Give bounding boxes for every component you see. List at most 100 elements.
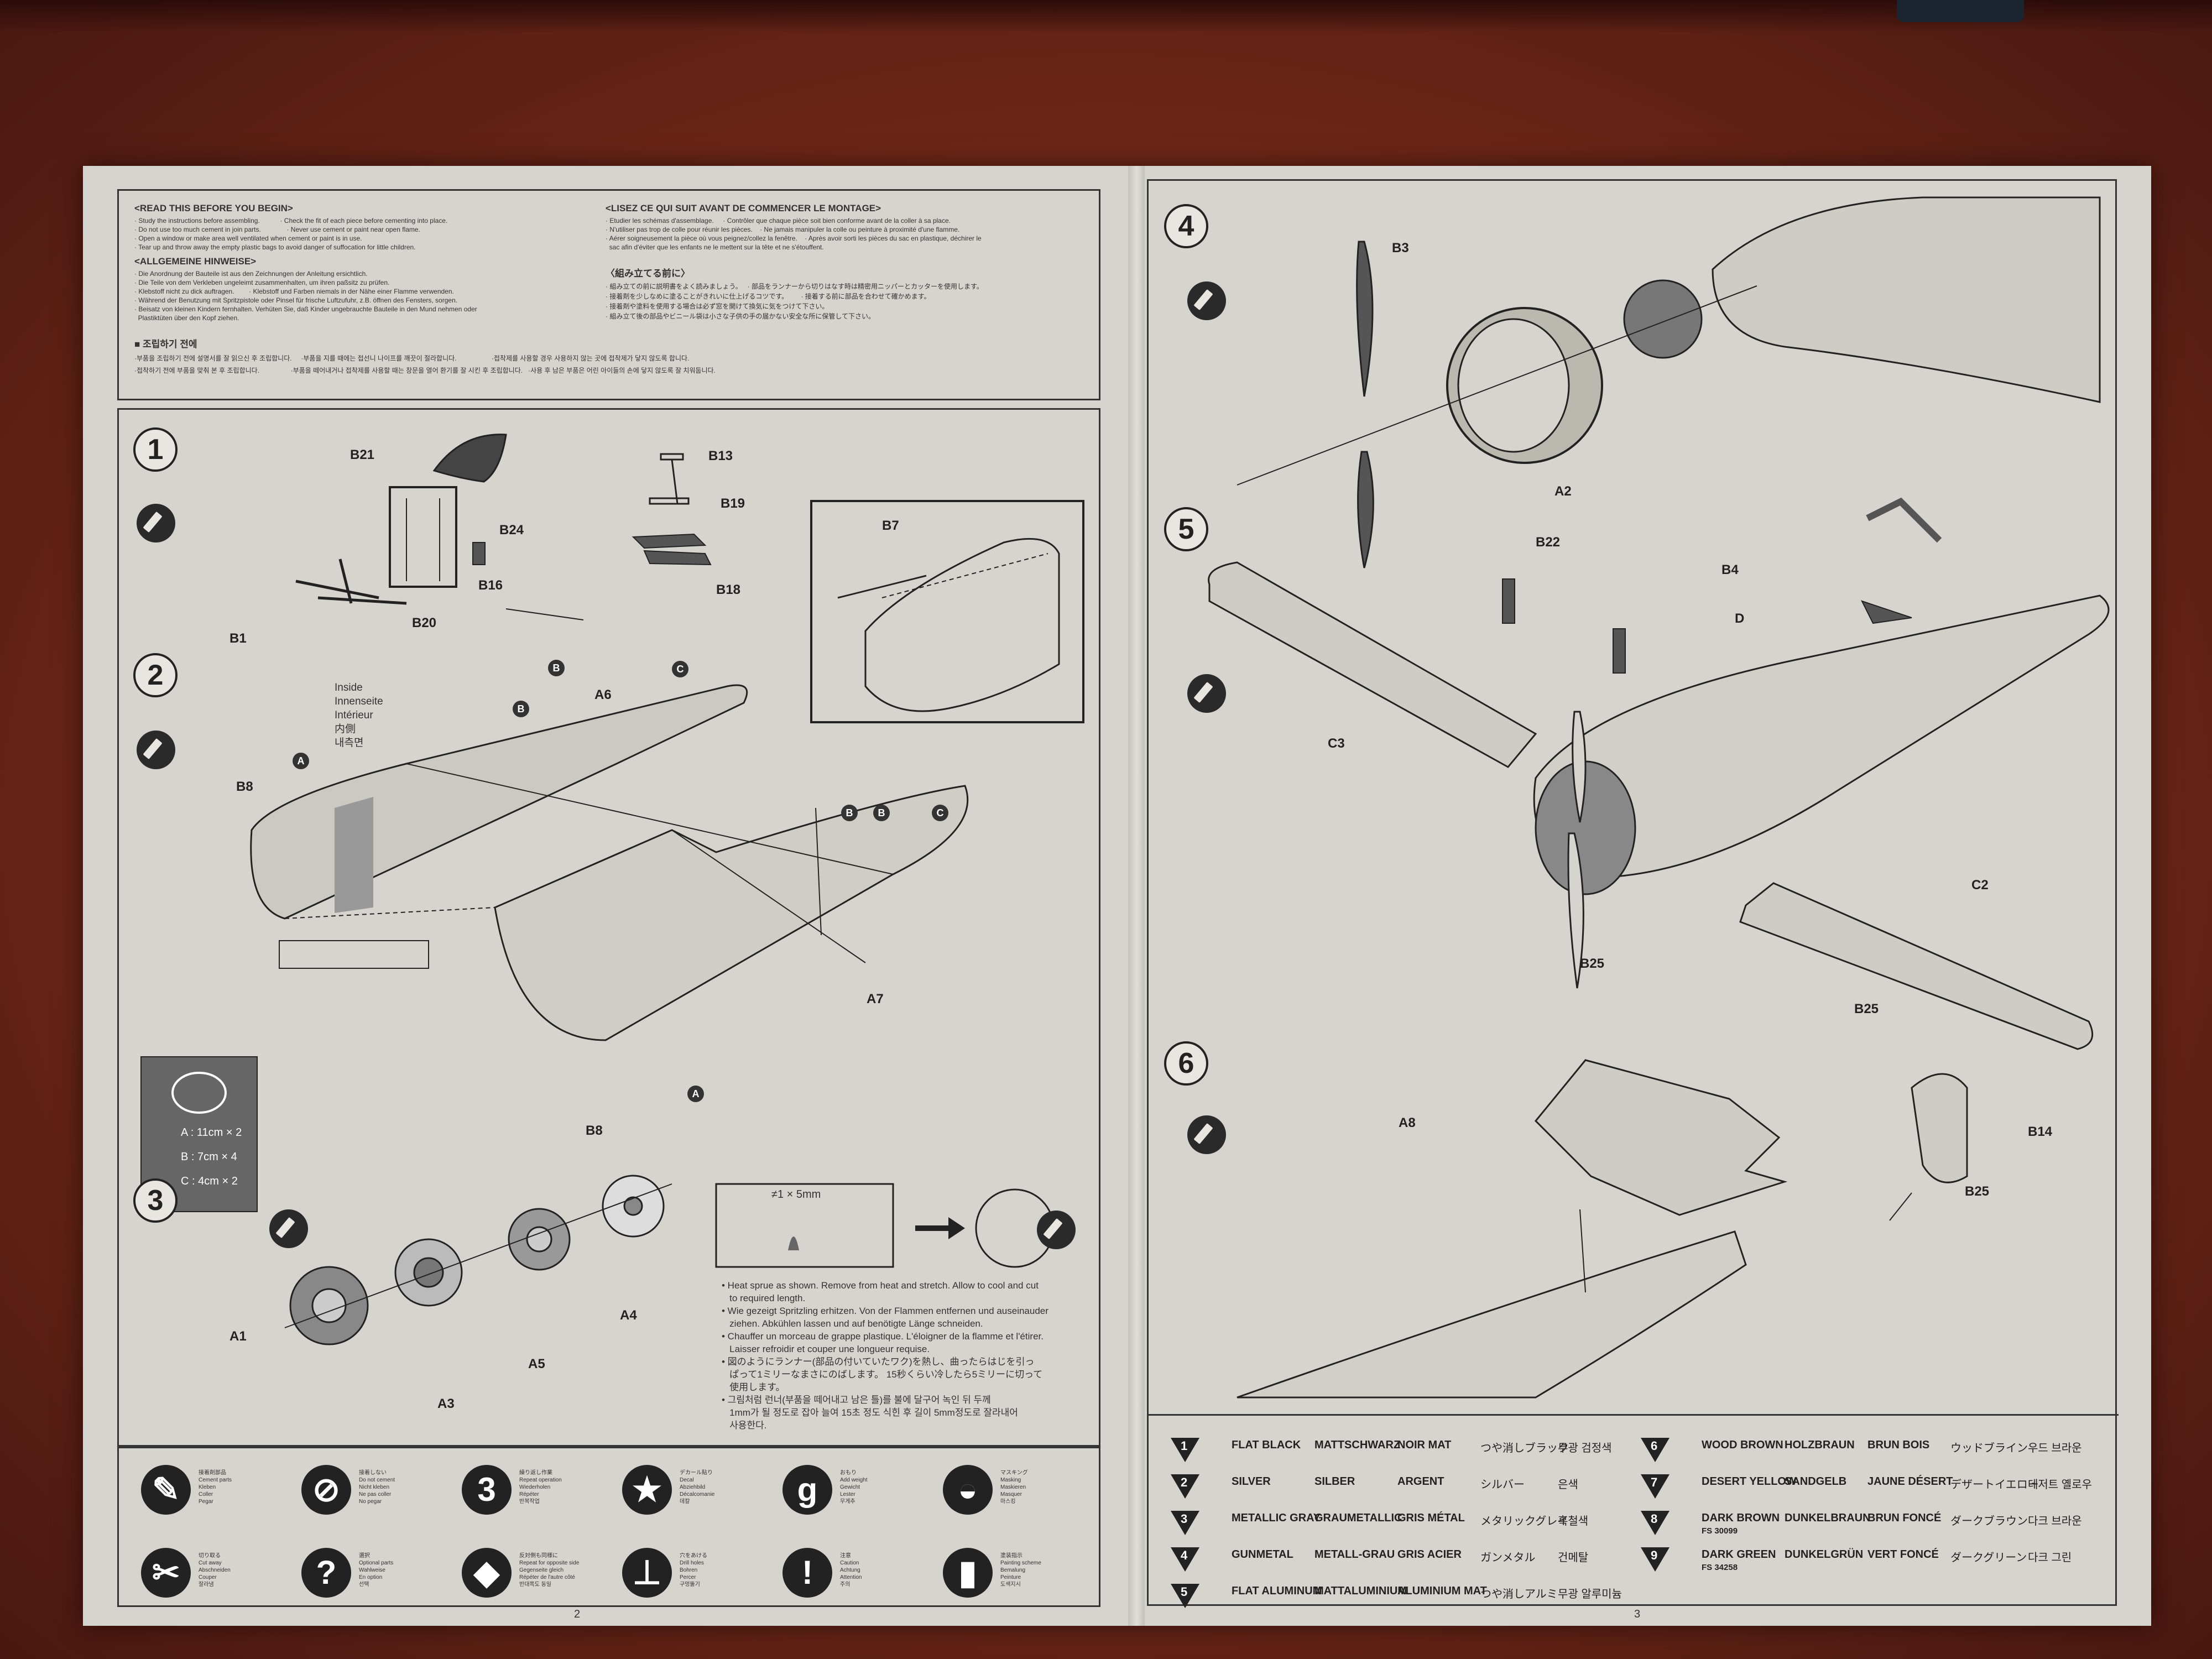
label-a4: A4 <box>620 1308 637 1323</box>
step-6-number: 6 <box>1164 1041 1208 1086</box>
paint-fs-code: FS 30099 <box>1702 1526 1738 1536</box>
rigging-b-marker: B <box>548 660 565 676</box>
paint-name-de: SANDGELB <box>1785 1475 1847 1488</box>
instruction-sheet: <READ THIS BEFORE YOU BEGIN> · Study the… <box>83 166 2151 1626</box>
paint-name-kr: 무광 알루미늄 <box>1558 1588 1622 1600</box>
paint-name-jp: シルバー <box>1480 1479 1525 1491</box>
paint-number: 6 <box>1651 1439 1658 1453</box>
label-b24: B24 <box>499 523 524 538</box>
label-b14: B14 <box>2028 1124 2053 1139</box>
steps-right-box: 4 5 6 <box>1147 179 2119 1608</box>
paint-number-marker: 9 <box>1641 1547 1670 1572</box>
step-4-number: 4 <box>1164 204 1208 248</box>
step-3-number: 3 <box>133 1178 178 1223</box>
sprue-measure: ≠1 × 5mm <box>771 1188 821 1201</box>
step-1-drawing <box>295 434 1084 723</box>
legend-symbol-icon: ✎ <box>141 1465 191 1515</box>
legend-symbol-icon: 3 <box>462 1465 512 1515</box>
legend-description: 切り取る Cut away Abschneiden Couper 잘라냄 <box>199 1553 231 1588</box>
paint-name-kr: 흑철색 <box>1558 1515 1589 1527</box>
paint-name-jp: ダークブラウン <box>1950 1515 2028 1527</box>
rigging-c-marker: C <box>672 661 688 677</box>
paint-name-fr: ARGENT <box>1397 1475 1444 1488</box>
paint-name-jp: ガンメタル <box>1480 1552 1536 1564</box>
paint-name-en: DESERT YELLOW <box>1702 1475 1797 1488</box>
label-b8-bottom: B8 <box>586 1123 603 1138</box>
allgemeine-title: <ALLGEMEINE HINWEISE> <box>134 256 257 267</box>
paint-name-fr: NOIR MAT <box>1397 1439 1452 1451</box>
legend-description: 反対側も同様に Repeat for opposite side Gegense… <box>519 1553 580 1588</box>
legend-description: おもり Add weight Gewicht Lester 무게추 <box>840 1470 868 1505</box>
label-a5: A5 <box>528 1357 545 1371</box>
legend-description: 注意 Caution Achtung Attention 주의 <box>840 1553 862 1588</box>
label-b16: B16 <box>478 578 503 593</box>
read-first-title: <READ THIS BEFORE YOU BEGIN> <box>134 203 293 213</box>
read-first-lines: · Study the instructions before assembli… <box>134 217 448 251</box>
legend-symbol-icon: ★ <box>622 1465 672 1515</box>
cement-icon <box>1187 281 1226 320</box>
paint-name-en: WOOD BROWN <box>1702 1439 1783 1451</box>
legend-description: 繰り返し作業 Repeat operation Wiederholen Répé… <box>519 1470 562 1505</box>
label-b25-right: B25 <box>1854 1001 1879 1016</box>
paint-name-de: METALL-GRAU <box>1314 1548 1395 1561</box>
rigging-a-marker: A <box>293 753 309 769</box>
paint-number-marker: 8 <box>1641 1511 1670 1535</box>
label-b18: B18 <box>716 582 741 597</box>
step-2-number: 2 <box>133 653 178 697</box>
paint-name-en: GUNMETAL <box>1232 1548 1293 1561</box>
paint-name-en: SILVER <box>1232 1475 1271 1488</box>
paint-number: 4 <box>1181 1548 1188 1562</box>
legend-description: 選択 Optional parts Wahlweise En option 선택 <box>359 1553 394 1588</box>
paint-number-marker: 5 <box>1171 1584 1199 1608</box>
cement-icon <box>137 504 175 542</box>
paint-name-kr: 다크 브라운 <box>2028 1515 2082 1527</box>
rigging-c-marker: C <box>932 805 948 821</box>
paint-name-kr: 데저트 옐로우 <box>2028 1479 2092 1491</box>
paint-number: 9 <box>1651 1548 1658 1562</box>
paint-name-de: MATTALUMINIUM <box>1314 1585 1407 1597</box>
paint-name-jp: つや消しアルミ <box>1480 1588 1558 1600</box>
label-b7: B7 <box>882 518 899 533</box>
paint-number: 2 <box>1181 1475 1188 1489</box>
paint-name-fr: VERT FONCÉ <box>1867 1548 1939 1561</box>
paint-name-de: SILBER <box>1314 1475 1355 1488</box>
rigging-a-marker: A <box>687 1086 704 1102</box>
paint-name-de: DUNKELGRÜN <box>1785 1548 1864 1561</box>
legend-symbol-icon: ? <box>301 1548 351 1598</box>
legend-description: デカール貼り Decal Abziehbild Décalcomanie 데칼 <box>680 1470 715 1505</box>
paint-name-de: HOLZBRAUN <box>1785 1439 1855 1451</box>
label-b22: B22 <box>1536 535 1561 550</box>
paint-number-marker: 6 <box>1641 1438 1670 1462</box>
legend-symbol-icon: ⊘ <box>301 1465 351 1515</box>
cement-icon <box>1187 674 1226 713</box>
paint-number: 1 <box>1181 1439 1188 1453</box>
paint-name-kr: 우드 브라운 <box>2028 1442 2082 1454</box>
table-shadow <box>0 0 2212 33</box>
label-a3: A3 <box>437 1396 455 1411</box>
legend-symbol-icon: ✂ <box>141 1548 191 1598</box>
paint-name-de: DUNKELBRAUN <box>1785 1512 1871 1524</box>
paint-name-fr: BRUN BOIS <box>1867 1439 1930 1451</box>
paint-name-fr: ALUMINIUM MAT <box>1397 1585 1487 1597</box>
label-a6: A6 <box>594 687 612 702</box>
label-c2: C2 <box>1971 878 1989 893</box>
cement-icon <box>1037 1211 1076 1249</box>
paint-name-fr: JAUNE DÉSERT <box>1867 1475 1953 1488</box>
label-d: D <box>1735 611 1745 626</box>
page-number-right: 3 <box>1634 1608 1641 1620</box>
legend-description: 接着しない Do not cement Nicht kleben Ne pas … <box>359 1470 395 1505</box>
paint-name-fr: BRUN FONCÉ <box>1867 1512 1942 1524</box>
legend-symbol-icon: ◒ <box>943 1465 993 1515</box>
allgemeine-lines: · Die Anordnung der Bauteile ist aus den… <box>134 270 477 322</box>
paint-name-jp: メタリックグレイ <box>1480 1515 1569 1527</box>
paint-number-marker: 1 <box>1171 1438 1199 1462</box>
legend-symbol-icon: ▮ <box>943 1548 993 1598</box>
legend-symbol-icon: ◆ <box>462 1548 512 1598</box>
steps-left-box: 1 B21 B24 B16 B20 B1 B13 B19 <box>117 408 1100 1447</box>
paint-name-kr: 무광 검정색 <box>1558 1442 1612 1454</box>
label-c3: C3 <box>1328 736 1345 751</box>
step-5-number: 5 <box>1164 507 1208 551</box>
rigging-c: C : 4cm × 2 <box>181 1175 238 1187</box>
paint-name-fr: GRIS ACIER <box>1397 1548 1462 1561</box>
label-b21: B21 <box>350 447 375 462</box>
